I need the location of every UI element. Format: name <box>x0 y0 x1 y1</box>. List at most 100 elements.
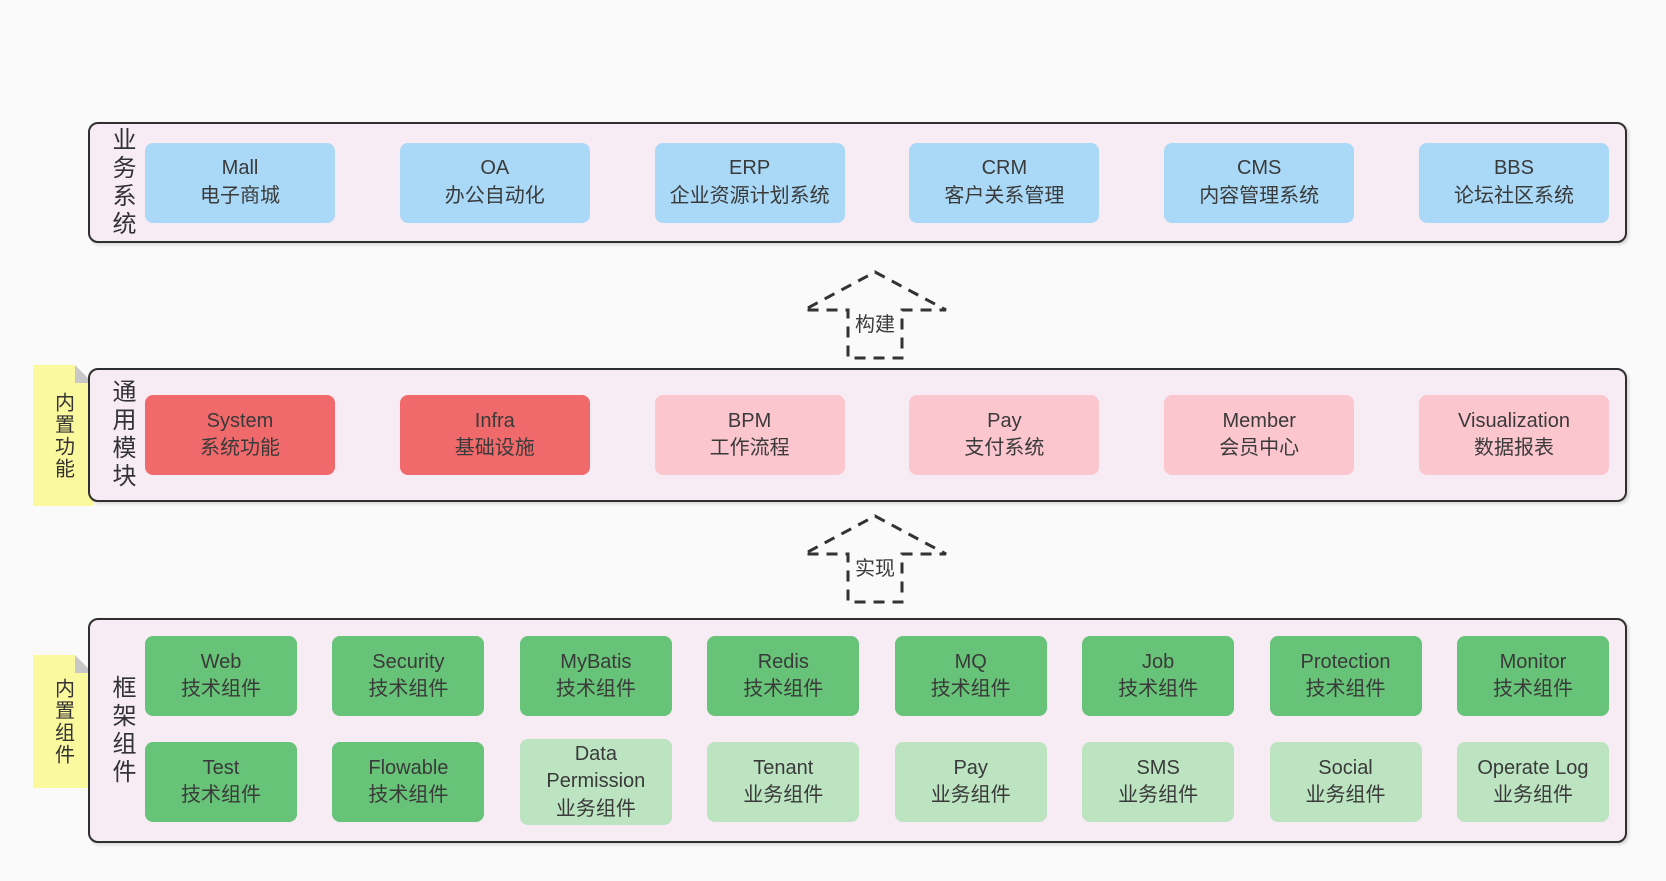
box-title: SMS <box>1136 756 1180 779</box>
band-label-common-modules: 通用模块 <box>108 379 135 491</box>
band-business-systems: 业务系统 Mall 电子商城 OA 办公自动化 ERP 企业资源计划系统 CRM… <box>88 122 1627 243</box>
up-block-arrow-icon <box>803 514 947 604</box>
box-subtitle: 数据报表 <box>1473 437 1554 459</box>
box-crm: CRM 客户关系管理 <box>909 142 1100 223</box>
box-subtitle: 技术组件 <box>368 784 449 806</box>
box-pay-module: Pay 支付系统 <box>909 395 1100 475</box>
box-subtitle: 业务组件 <box>1305 784 1386 806</box>
box-title: Pay <box>953 756 988 779</box>
box-bpm: BPM 工作流程 <box>654 395 845 475</box>
box-subtitle: 系统功能 <box>200 437 280 459</box>
box-title: Protection <box>1300 651 1391 674</box>
arrow-build: 构建 <box>802 270 948 360</box>
box-title: Infra <box>474 409 515 432</box>
box-protection: Protection 技术组件 <box>1269 636 1422 717</box>
box-subtitle: 技术组件 <box>181 784 261 806</box>
box-subtitle: 业务组件 <box>743 784 824 806</box>
box-subtitle: 业务组件 <box>930 784 1011 806</box>
band-label-business-systems: 业务系统 <box>108 126 135 239</box>
box-visualization: Visualization 数据报表 <box>1418 395 1609 475</box>
box-title: BBS <box>1493 157 1534 180</box>
box-title: MQ <box>954 651 987 674</box>
box-subtitle: 论坛社区系统 <box>1453 184 1574 207</box>
box-subtitle: 技术组件 <box>1492 678 1573 701</box>
box-title: CRM <box>981 157 1028 180</box>
box-title: Data Permission <box>546 743 646 793</box>
up-block-arrow-icon <box>803 270 947 360</box>
sticky-note-label: 内置功能 <box>51 391 74 480</box>
box-monitor: Monitor 技术组件 <box>1456 636 1609 717</box>
box-bbs: BBS 论坛社区系统 <box>1418 142 1609 223</box>
box-subtitle: 电子商城 <box>200 184 280 207</box>
box-mall: Mall 电子商城 <box>145 142 335 223</box>
common-modules-row: System 系统功能 Infra 基础设施 BPM 工作流程 Pay 支付系统… <box>145 395 1609 475</box>
box-title: Test <box>202 756 240 779</box>
box-title: Web <box>200 651 242 674</box>
box-subtitle: 技术组件 <box>368 678 449 701</box>
box-title: Security <box>372 651 445 674</box>
box-erp: ERP 企业资源计划系统 <box>654 142 845 223</box>
business-systems-row: Mall 电子商城 OA 办公自动化 ERP 企业资源计划系统 CRM 客户关系… <box>145 142 1609 223</box>
technical-components-row: Web 技术组件 Security 技术组件 MyBatis 技术组件 Redi… <box>145 636 1609 717</box>
box-subtitle: 技术组件 <box>555 678 636 701</box>
box-subtitle: 办公自动化 <box>444 184 545 207</box>
band-framework-components: 框架组件 Web 技术组件 Security 技术组件 MyBatis 技术组件… <box>88 618 1627 843</box>
box-sms: SMS 业务组件 <box>1082 742 1235 822</box>
box-title: Monitor <box>1499 651 1567 674</box>
box-social: Social 业务组件 <box>1269 742 1422 822</box>
sticky-note-label: 内置组件 <box>51 677 74 766</box>
box-cms: CMS 内容管理系统 <box>1164 142 1355 223</box>
arrow-implement: 实现 <box>802 514 948 604</box>
box-subtitle: 技术组件 <box>181 678 261 701</box>
box-subtitle: 会员中心 <box>1219 437 1300 459</box>
box-flowable: Flowable 技术组件 <box>332 742 485 822</box>
box-mybatis: MyBatis 技术组件 <box>519 636 672 717</box>
box-tenant: Tenant 业务组件 <box>707 742 860 822</box>
band-common-modules: 通用模块 System 系统功能 Infra 基础设施 BPM 工作流程 Pay… <box>88 368 1627 502</box>
sticky-note-builtin-features: 内置功能 <box>33 365 93 506</box>
box-subtitle: 技术组件 <box>1305 678 1386 701</box>
box-title: Operate Log <box>1477 756 1589 779</box>
box-pay-component: Pay 业务组件 <box>894 742 1047 822</box>
sticky-note-builtin-components: 内置组件 <box>33 655 93 788</box>
business-components-row: Test 技术组件 Flowable 技术组件 Data Permission … <box>145 739 1609 825</box>
box-title: Tenant <box>753 756 814 779</box>
box-subtitle: 业务组件 <box>1118 784 1199 806</box>
box-subtitle: 业务组件 <box>555 797 636 820</box>
band-label-framework-components: 框架组件 <box>108 674 135 787</box>
box-title: BPM <box>727 409 772 432</box>
box-subtitle: 内容管理系统 <box>1199 184 1320 207</box>
box-title: Flowable <box>368 756 449 779</box>
box-member: Member 会员中心 <box>1164 395 1355 475</box>
box-redis: Redis 技术组件 <box>707 636 860 717</box>
box-web: Web 技术组件 <box>145 636 297 717</box>
box-title: OA <box>480 157 510 180</box>
arrow-implement-label: 实现 <box>854 552 896 581</box>
box-title: Member <box>1222 409 1296 432</box>
box-system: System 系统功能 <box>145 395 335 475</box>
arrow-build-label: 构建 <box>854 308 896 337</box>
box-infra: Infra 基础设施 <box>399 395 590 475</box>
box-job: Job 技术组件 <box>1082 636 1235 717</box>
box-subtitle: 支付系统 <box>964 437 1045 459</box>
box-operate-log: Operate Log 业务组件 <box>1456 742 1609 822</box>
box-test: Test 技术组件 <box>145 742 297 822</box>
box-title: Visualization <box>1458 409 1570 432</box>
box-data-permission: Data Permission 业务组件 <box>519 739 672 825</box>
box-title: MyBatis <box>560 651 632 674</box>
box-title: Job <box>1141 651 1175 674</box>
box-title: Pay <box>987 409 1022 432</box>
box-subtitle: 企业资源计划系统 <box>669 184 830 207</box>
box-subtitle: 工作流程 <box>709 437 790 459</box>
box-title: CMS <box>1236 157 1282 180</box>
box-oa: OA 办公自动化 <box>399 142 590 223</box>
box-subtitle: 客户关系管理 <box>944 184 1065 207</box>
box-title: Mall <box>221 157 259 180</box>
box-title: Social <box>1318 756 1373 779</box>
box-mq: MQ 技术组件 <box>894 636 1047 717</box>
framework-components-rows: Web 技术组件 Security 技术组件 MyBatis 技术组件 Redi… <box>145 636 1609 825</box>
box-subtitle: 技术组件 <box>930 678 1011 701</box>
box-subtitle: 业务组件 <box>1492 784 1573 806</box>
box-subtitle: 技术组件 <box>1118 678 1199 701</box>
